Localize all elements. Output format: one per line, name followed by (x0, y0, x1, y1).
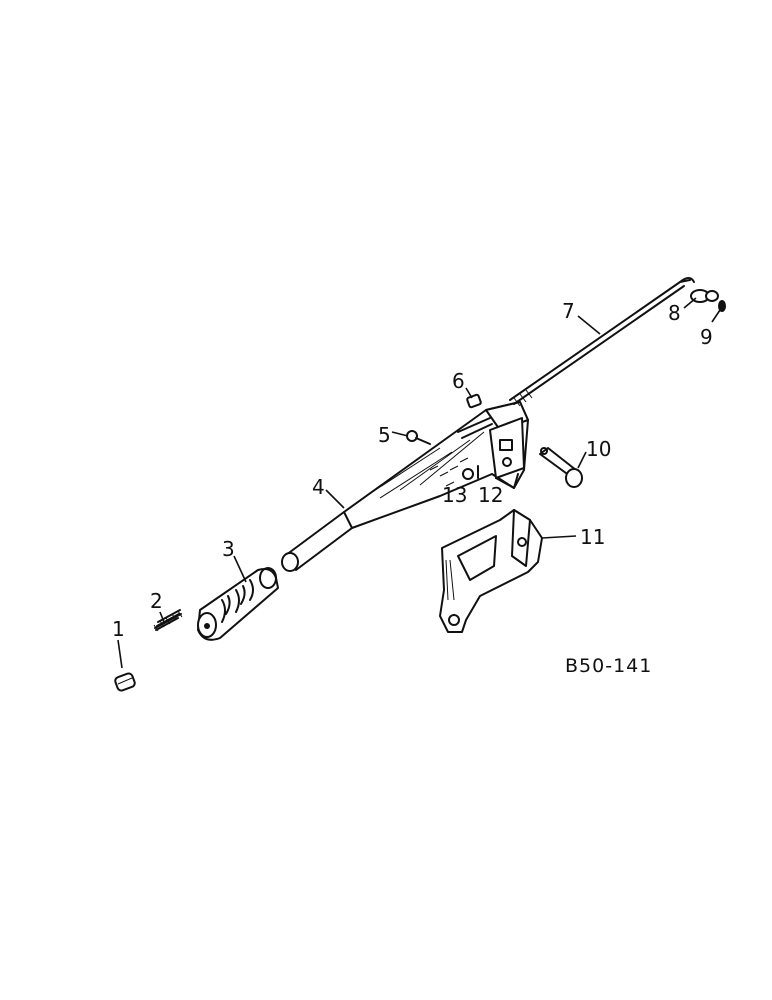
part-13-washer (462, 468, 474, 480)
part-10-pin (539, 447, 583, 488)
callout-11: 11 (580, 525, 605, 549)
part-6-nut (466, 393, 482, 409)
part-4-lever (281, 401, 529, 572)
callout-1: 1 (112, 617, 125, 641)
part-1-plug (114, 672, 136, 692)
callout-10: 10 (586, 437, 611, 461)
callout-7: 7 (562, 299, 575, 323)
callout-4: 4 (312, 475, 325, 499)
callout-3: 3 (222, 537, 235, 561)
callout-9: 9 (700, 325, 713, 349)
callout-2: 2 (150, 589, 163, 613)
callout-5: 5 (378, 423, 391, 447)
part-9-pin (718, 300, 726, 312)
part-7-rod (509, 277, 695, 407)
part-3-grip (197, 567, 279, 641)
part-11-bracket (439, 509, 543, 633)
part-5-bolt (406, 430, 431, 445)
callout-8: 8 (668, 301, 681, 325)
callout-6: 6 (452, 369, 465, 393)
callout-12: 12 (478, 483, 503, 507)
part-8-clip (690, 289, 719, 303)
leader-lines (117, 297, 721, 669)
part-2-spring (153, 609, 183, 632)
diagram-reference-code: B50-141 (565, 655, 652, 677)
callout-13: 13 (442, 483, 467, 507)
